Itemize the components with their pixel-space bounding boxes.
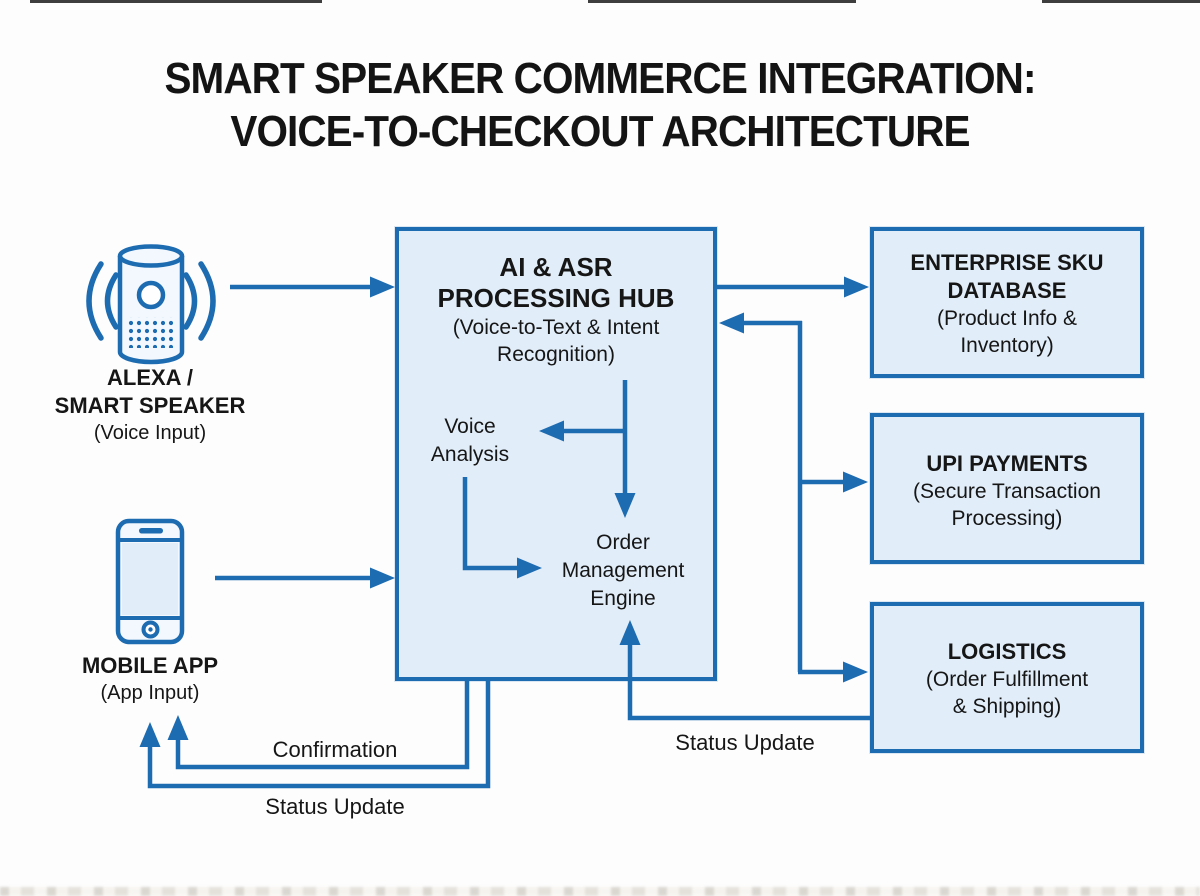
- arrow-mobile-to-hub: [215, 567, 395, 589]
- arrowhead-right-icon: [843, 471, 868, 493]
- page-title: SMART SPEAKER COMMERCE INTEGRATION: VOIC…: [48, 52, 1152, 158]
- upi-payments-label: UPI PAYMENTS (Secure Transaction Process…: [870, 450, 1144, 532]
- mobile-app-label-subtitle: (App Input): [100, 682, 200, 704]
- logistics-subtitle-line1: (Order Fulfillment: [925, 668, 1089, 691]
- arrow-bus-to-hub-and-logistics: [719, 312, 868, 683]
- order-engine-line1: Order: [596, 531, 650, 554]
- sku-subtitle-line1: (Product Info &: [936, 307, 1078, 330]
- upi-payments-box: [870, 413, 1144, 564]
- alexa-label-line1: ALEXA /: [107, 365, 193, 390]
- logistics-label: LOGISTICS (Order Fulfillment & Shipping): [870, 638, 1144, 720]
- arrowhead-right-icon: [370, 276, 395, 298]
- arrow-bus-to-upi: [800, 471, 868, 493]
- smart-speaker-icon: [86, 244, 216, 365]
- arrow-hub-to-sku: [717, 276, 869, 298]
- arrowhead-up-icon: [167, 715, 189, 740]
- logistics-subtitle-line2: & Shipping): [952, 695, 1062, 718]
- order-management-engine-node: Order Management Engine: [540, 529, 706, 613]
- upi-subtitle-line2: Processing): [951, 507, 1063, 530]
- status-update-engine-label: Status Update: [675, 730, 815, 755]
- hub-subtitle-line1: (Voice-to-Text & Intent: [452, 316, 660, 339]
- alexa-label: ALEXA / SMART SPEAKER (Voice Input): [30, 364, 270, 446]
- order-engine-line2: Management: [561, 559, 685, 582]
- voice-analysis-node: Voice Analysis: [400, 413, 540, 469]
- arrow-speaker-to-hub: [230, 276, 395, 298]
- sku-title-line2: DATABASE: [947, 278, 1067, 303]
- scan-artifact-top-right: [1042, 0, 1200, 3]
- scan-artifact-bottom: [0, 887, 1200, 896]
- confirmation-flow-label: Confirmation: [272, 737, 398, 762]
- mobile-app-label: MOBILE APP (App Input): [30, 652, 270, 706]
- voice-analysis-line1: Voice: [444, 415, 496, 438]
- processing-hub-box: [395, 227, 717, 681]
- arrowhead-left-icon: [719, 312, 744, 334]
- upi-subtitle-line1: (Secure Transaction: [913, 480, 1101, 503]
- logistics-title-line1: LOGISTICS: [947, 639, 1067, 664]
- upi-title-line1: UPI PAYMENTS: [926, 451, 1088, 476]
- order-engine-line3: Engine: [590, 587, 656, 610]
- mobile-phone-icon: [115, 518, 185, 645]
- arrowhead-right-icon: [370, 567, 395, 589]
- page-title-line1: SMART SPEAKER COMMERCE INTEGRATION:: [164, 54, 1036, 103]
- scan-artifact-top-left: [30, 0, 322, 3]
- hub-title-line2: PROCESSING HUB: [437, 283, 675, 313]
- hub-title: AI & ASR PROCESSING HUB (Voice-to-Text &…: [395, 252, 717, 368]
- arrowhead-right-icon: [844, 276, 869, 298]
- arrowhead-right-icon: [843, 661, 868, 683]
- hub-title-line1: AI & ASR: [499, 252, 613, 282]
- page-title-line2: VOICE-TO-CHECKOUT ARCHITECTURE: [230, 107, 970, 156]
- scan-artifact-top-middle: [588, 0, 856, 3]
- sku-title-line1: ENTERPRISE SKU: [910, 250, 1104, 275]
- arrowhead-up-icon: [139, 722, 161, 747]
- sku-database-label: ENTERPRISE SKU DATABASE (Product Info & …: [870, 249, 1144, 359]
- status-update-app-label: Status Update: [265, 794, 405, 819]
- alexa-label-subtitle: (Voice Input): [93, 422, 207, 444]
- mobile-app-label-name: MOBILE APP: [81, 653, 219, 678]
- hub-subtitle-line2: Recognition): [497, 343, 615, 366]
- sku-database-box: [870, 227, 1144, 378]
- voice-analysis-line2: Analysis: [430, 443, 510, 466]
- logistics-box: [870, 602, 1144, 753]
- sku-subtitle-line2: Inventory): [960, 334, 1054, 357]
- alexa-label-line2: SMART SPEAKER: [54, 393, 246, 418]
